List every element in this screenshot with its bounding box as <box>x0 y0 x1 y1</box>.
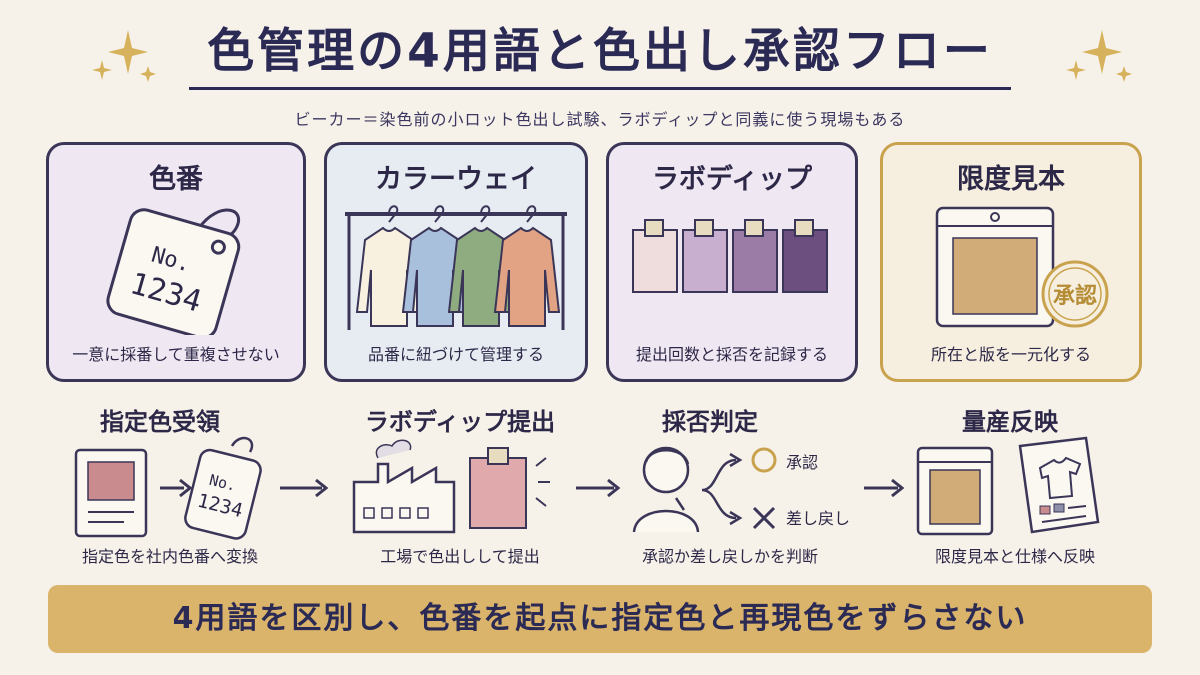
lab-dip-swatches-icon <box>632 219 828 293</box>
approve-label: 承認 <box>786 453 818 472</box>
sparkle-icon-left <box>92 30 156 82</box>
branch-icon <box>701 458 737 520</box>
summary-banner: 4用語を区別し、色番を起点に指定色と再現色をずらさない <box>48 585 1152 653</box>
limit-sample-small-icon <box>916 446 994 536</box>
step-flow-icons: No. 1234 承認 差し戻し <box>74 436 1100 540</box>
arrow-icon <box>160 478 193 498</box>
step-title-2: ラボディップ提出 <box>364 408 556 436</box>
card-color-number: 色番 No. 1234 一意に採番して重複させない <box>46 142 306 382</box>
card-caption: 一意に採番して重複させない <box>72 345 280 364</box>
spec-sheet-icon <box>1018 436 1100 534</box>
reject-cross-icon <box>752 506 776 530</box>
step-caption-2: 工場で色出しして提出 <box>380 547 540 566</box>
card-limit-sample: 限度見本 承認 所在と版を一元化する <box>880 142 1142 382</box>
step-title-1: 指定色受領 <box>100 408 220 436</box>
step-title-4: 量産反映 <box>962 408 1058 436</box>
stamp-text: 承認 <box>1053 283 1097 309</box>
step-caption-1: 指定色を社内色番へ変換 <box>81 547 258 566</box>
title-wrap: 色管理の4用語と色出し承認フロー <box>0 12 1200 90</box>
card-caption: 提出回数と採否を記録する <box>635 345 828 364</box>
person-thinking-icon <box>632 446 700 533</box>
arrow-icon <box>280 478 329 498</box>
approve-circle-icon <box>751 447 777 473</box>
arrow-icon <box>576 478 621 498</box>
color-number-tag-small-icon: No. 1234 <box>184 436 262 540</box>
card-caption: 所在と版を一元化する <box>930 345 1091 364</box>
step-title-3: 採否判定 <box>662 408 758 436</box>
card-title: 色番 <box>149 164 203 195</box>
card-caption: 品番に紐づけて管理する <box>367 345 544 364</box>
sparkle-icon-right <box>1066 30 1132 82</box>
limit-sample-stamp-icon: 承認 <box>935 206 1109 328</box>
factory-icon <box>352 439 456 534</box>
arrow-icon <box>864 478 905 498</box>
spec-document-icon <box>74 448 148 538</box>
card-title: 限度見本 <box>957 164 1065 195</box>
step-caption-3: 承認か差し戻しかを判断 <box>641 547 818 566</box>
card-lab-dip: ラボディップ 提出回数と採否を記録する <box>606 142 858 382</box>
lab-dip-swatch-icon <box>469 447 550 529</box>
card-colorway: カラーウェイ 品番に紐づけて管理する <box>324 142 588 382</box>
color-number-tag-icon: No. 1234 <box>106 208 241 335</box>
reject-label: 差し戻し <box>786 509 850 528</box>
colorway-hanger-rack-icon <box>345 205 567 330</box>
page-title: 色管理の4用語と色出し承認フロー <box>189 12 1011 90</box>
subtitle: ビーカー＝染色前の小ロット色出し試験、ラボディップと同義に使う現場もある <box>294 110 906 129</box>
card-title: カラーウェイ <box>375 164 537 195</box>
card-title: ラボディップ <box>651 164 813 195</box>
step-caption-4: 限度見本と仕様へ反映 <box>934 547 1095 566</box>
